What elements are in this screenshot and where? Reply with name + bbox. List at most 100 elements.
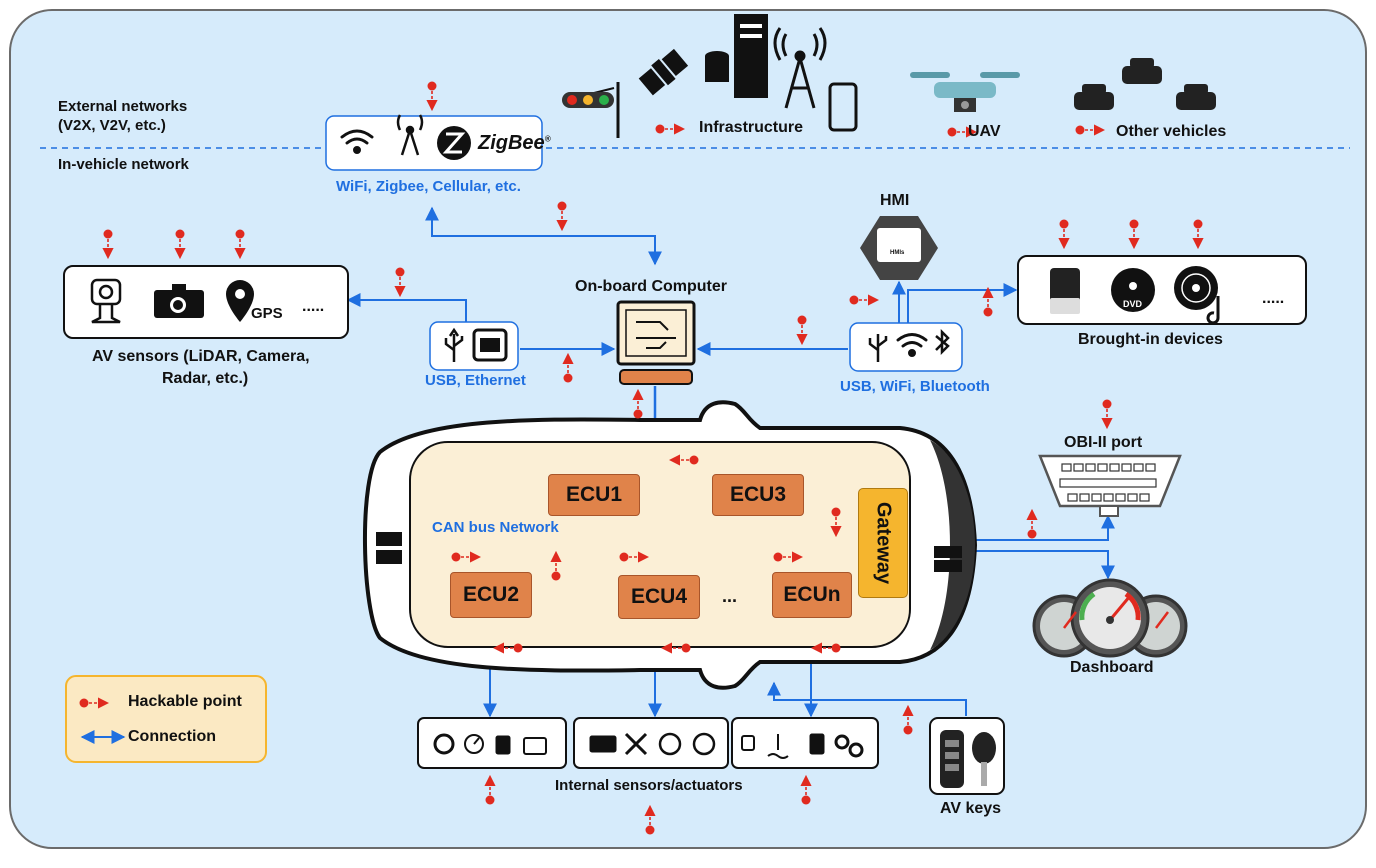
- av-sensors-label-2: Radar, etc.): [162, 370, 249, 387]
- hackable-point-dot: [645, 825, 655, 835]
- hackable-point-dot: [1075, 125, 1085, 135]
- legend-connection: Connection: [128, 728, 216, 745]
- actuator-icons-2: [589, 732, 716, 756]
- actuator-icons-1: [433, 733, 547, 755]
- hackable-point-dot: [689, 455, 699, 465]
- conn-usbeth-sensors: [346, 293, 467, 322]
- ecu-ellipsis: ...: [722, 586, 738, 606]
- hmi-screen-text: HMIs: [890, 250, 905, 256]
- camera-icon: [90, 278, 122, 324]
- obd-port-icon: [1038, 454, 1182, 517]
- hackable-point-dot: [563, 373, 573, 383]
- onboard-computer-icon: [616, 300, 696, 385]
- external-networks-sub: (V2X, V2V, etc.): [58, 117, 166, 134]
- av-keys-label: AV keys: [940, 800, 1002, 817]
- gateway: Gateway: [858, 488, 908, 598]
- av-sensors-box: [63, 265, 349, 339]
- conn-avkeys: [767, 681, 967, 716]
- ecun: ECUn: [772, 572, 852, 618]
- car-key-icon: [940, 730, 996, 788]
- ecu1: ECU1: [548, 474, 640, 516]
- dashboard-icon: [1032, 578, 1188, 658]
- hackable-point-dot: [175, 229, 185, 239]
- hackable-point-dot: [849, 295, 859, 305]
- external-networks-label: External networks: [58, 98, 188, 115]
- usb-ethernet-caption: USB, Ethernet: [425, 372, 526, 389]
- uav-icon: [910, 72, 1020, 112]
- hackable-point-dot: [831, 643, 841, 653]
- internal-sensors-box-2: [573, 717, 729, 769]
- wifi-icon-2: [896, 333, 928, 357]
- in-vehicle-label: In-vehicle network: [58, 156, 189, 173]
- hackable-point-dot: [427, 81, 437, 91]
- hackable-point-dot: [801, 795, 811, 805]
- hackable-point-dot: [633, 409, 643, 419]
- hackable-point-dot: [1193, 219, 1203, 229]
- hackable-point-dot: [903, 725, 913, 735]
- hackable-point-dot: [551, 571, 561, 581]
- zigbee-text: ZigBee®: [478, 132, 551, 154]
- gps-pin-icon: [226, 280, 254, 322]
- hackable-point-dot: [235, 229, 245, 239]
- hackable-point-dot: [655, 124, 665, 134]
- hackable-point-dot: [619, 552, 629, 562]
- traffic-light-icon: [562, 82, 620, 138]
- hackable-point-dot: [797, 315, 807, 325]
- legend-box: [65, 675, 267, 763]
- hackable-point-dot: [1129, 219, 1139, 229]
- brought-in-label: Brought-in devices: [1078, 331, 1223, 348]
- gps-text: GPS: [251, 305, 283, 322]
- internal-sensors-label: Internal sensors/actuators: [555, 777, 743, 794]
- wireless-box: [325, 114, 543, 171]
- wifi-icon: [340, 129, 374, 154]
- hmi-icon: [860, 216, 938, 280]
- hackable-point-dot: [513, 643, 523, 653]
- onboard-label: On-board Computer: [575, 278, 727, 295]
- wireless-caption: WiFi, Zigbee, Cellular, etc.: [336, 178, 521, 195]
- hackable-point-dot: [947, 127, 957, 137]
- other-vehicles-label: Other vehicles: [1116, 123, 1227, 140]
- usb-icon-2: [868, 334, 888, 362]
- ecu4: ECU4: [618, 575, 700, 619]
- antenna-icon: [396, 114, 424, 156]
- satellite-icon: [638, 48, 689, 96]
- hackable-point-dot: [1027, 529, 1037, 539]
- brought-in-box: [1017, 255, 1307, 325]
- hackable-point-dot: [831, 507, 841, 517]
- hackable-point-dot: [485, 795, 495, 805]
- dvd-text: DVD: [1123, 299, 1143, 309]
- usb-icon: [444, 327, 464, 362]
- ecu3: ECU3: [712, 474, 804, 516]
- hackable-point-dot: [681, 643, 691, 653]
- hackable-point-dot: [395, 267, 405, 277]
- hackable-point-dot: [1102, 399, 1112, 409]
- dashboard-label: Dashboard: [1070, 659, 1154, 676]
- hmi-label: HMI: [880, 192, 910, 209]
- hackable-point-dot: [773, 552, 783, 562]
- actuator-icons-3: [741, 733, 864, 759]
- obd-label: OBI-II port: [1064, 434, 1143, 451]
- hackable-point-dot: [103, 229, 113, 239]
- hackable-point-dot: [79, 698, 89, 708]
- hackable-point-dot: [451, 552, 461, 562]
- music-disc-icon: [1174, 266, 1220, 325]
- server-icon: [705, 14, 768, 98]
- uav-label: UAV: [968, 123, 1001, 140]
- usb-wifi-bt-box: [849, 322, 963, 372]
- internal-sensors-box-1: [417, 717, 567, 769]
- usb-wifi-bt-caption: USB, WiFi, Bluetooth: [840, 378, 990, 395]
- dvd-icon: [1111, 268, 1155, 312]
- hackable-point-dot: [1059, 219, 1069, 229]
- can-bus-label: CAN bus Network: [432, 519, 559, 536]
- infrastructure-label: Infrastructure: [699, 119, 804, 136]
- cell-tower-icon: [773, 27, 827, 109]
- brought-in-more: .....: [1262, 290, 1285, 307]
- bluetooth-icon: [935, 328, 950, 356]
- hackable-point-dot: [557, 201, 567, 211]
- smartphone-icon: [828, 82, 858, 132]
- ecu2: ECU2: [450, 572, 532, 618]
- conn-wireless-onboard: [425, 206, 662, 266]
- hackable-point-dot: [983, 307, 993, 317]
- av-sensors-label-1: AV sensors (LiDAR, Camera,: [92, 348, 310, 365]
- dashcam-icon: [154, 284, 204, 318]
